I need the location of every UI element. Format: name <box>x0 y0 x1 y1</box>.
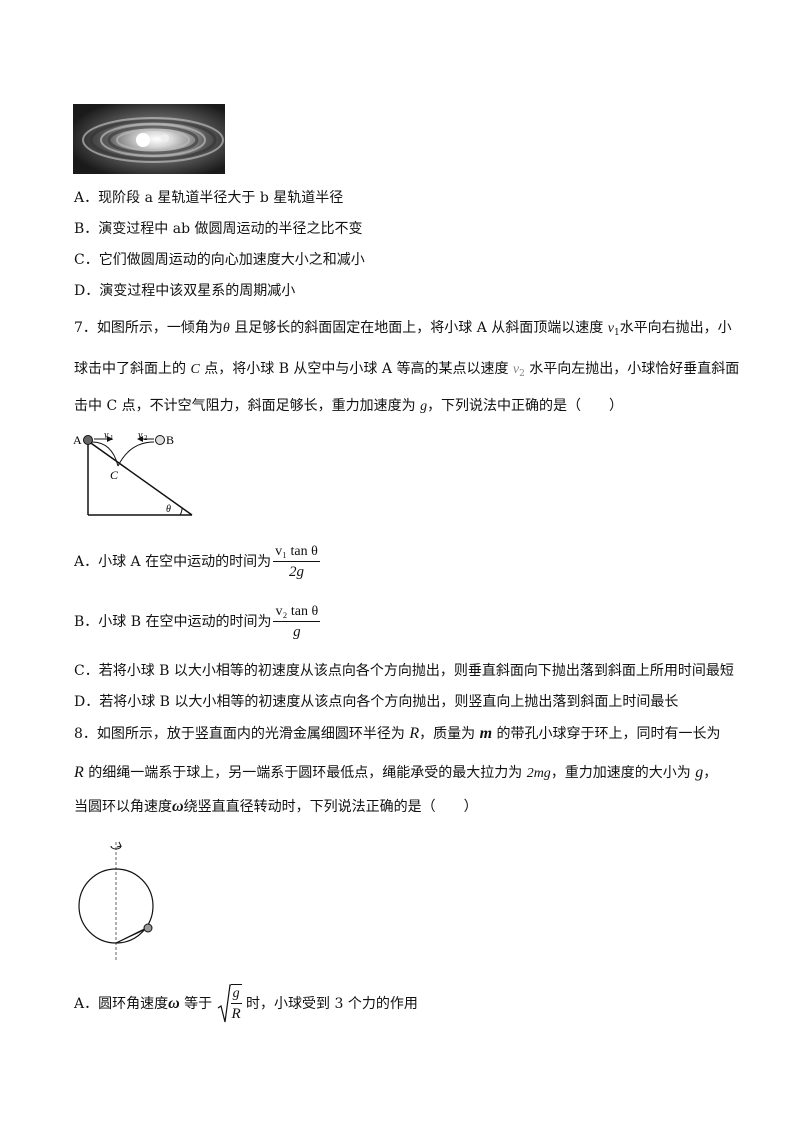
g-symbol: g <box>420 399 428 414</box>
label-v2-sub: 2 <box>144 434 148 442</box>
q7-stem-line3: 击中 C 点，不计空气阻力，斜面足够长，重力加速度为 g，下列说法中正确的是（ … <box>74 396 623 417</box>
q7-text: 点，将小球 B 从空中与小球 A 等高的某点以速度 <box>199 361 513 377</box>
q7-option-c: C．若将小球 B 以大小相等的初速度从该点向各个方向抛出，则垂直斜面向下抛出落到… <box>74 663 734 679</box>
option-d: D．演变过程中该双星系的周期减小 <box>74 281 295 301</box>
r-symbol: R <box>409 725 420 742</box>
label-theta: θ <box>166 504 171 515</box>
q8-text: 的带孔小球穿于环上，同时有一长为 <box>492 726 721 742</box>
q8-text: 当圆环以角速度 <box>74 799 172 815</box>
option-text: B．小球 B 在空中运动的时间为 <box>74 614 272 630</box>
r-symbol: R <box>74 764 84 781</box>
option-text: 现阶段 a 星轨道半径大于 b 星轨道半径 <box>98 190 344 206</box>
q8-text: ，重力加速度的大小为 <box>550 765 696 781</box>
option-letter: C． <box>74 252 99 268</box>
q7-text: ，下列说法中正确的是（ ） <box>427 398 624 414</box>
omega-symbol: ω <box>172 798 184 815</box>
denominator: g <box>293 623 301 640</box>
numerator: g <box>230 985 242 1004</box>
c-symbol: C <box>190 362 200 377</box>
v-symbol: v <box>607 321 614 336</box>
option-c: C．它们做圆周运动的向心加速度大小之和减小 <box>74 250 365 270</box>
q8-stem-line2: R 的细绳一端系于球上，另一端系于圆环最低点，绳能承受的最大拉力为 2mg，重力… <box>74 763 717 784</box>
label-c: C <box>110 468 119 482</box>
option-text: A．圆环角速度 <box>74 996 169 1012</box>
binary-star-image <box>73 104 225 174</box>
v-symbol: v <box>512 362 520 377</box>
ring-figure <box>72 838 162 962</box>
q8-text: ， <box>703 765 718 781</box>
numerator: v₂ tan θ <box>273 603 321 622</box>
label-v1: v <box>104 430 109 441</box>
omega-symbol: ω <box>168 995 180 1012</box>
q7-stem-line2: 球击中了斜面上的 C 点，将小球 B 从空中与小球 A 等高的某点以速度 v2 … <box>74 359 739 384</box>
option-letter: B． <box>74 221 99 237</box>
option-a: A．现阶段 a 星轨道半径大于 b 星轨道半径 <box>74 188 343 208</box>
denominator: R <box>231 1006 241 1022</box>
q7-stem-line1: 7．如图所示，一倾角为θ 且足够长的斜面固定在地面上，将小球 A 从斜面顶端以速… <box>74 318 732 343</box>
incline-figure: A B C v 1 v 2 θ <box>68 428 208 524</box>
m-symbol: m <box>479 725 493 742</box>
option-text: 它们做圆周运动的向心加速度大小之和减小 <box>98 252 365 268</box>
option-text: 时，小球受到 3 个力的作用 <box>241 996 418 1012</box>
subscript: 1 <box>613 328 620 338</box>
q7-text: 击中 C 点，不计空气阻力，斜面足够长，重力加速度为 <box>74 398 421 414</box>
q7-option-d: D．若将小球 B 以大小相等的初速度从该点向各个方向抛出，则竖直向上抛出落到斜面… <box>74 694 679 710</box>
q8-text: 绕竖直直径转动时，下列说法正确的是（ ） <box>183 799 478 815</box>
q7-text: 水平向左抛出，小球恰好垂直斜面 <box>524 361 740 377</box>
q8-text: 8．如图所示，放于竖直面内的光滑金属细圆环半径为 <box>74 726 410 742</box>
q8-text: 的细绳一端系于球上，另一端系于圆环最低点，绳能承受的最大拉力为 <box>83 765 527 781</box>
q7-text: 水平向右抛出，小 <box>619 320 732 336</box>
q8-stem-line3: 当圆环以角速度ω绕竖直直径转动时，下列说法正确的是（ ） <box>74 797 478 817</box>
q7-text: 且足够长的斜面固定在地面上，将小球 A 从斜面顶端以速度 <box>229 320 608 336</box>
option-text: 等于 <box>179 996 217 1012</box>
option-text: 演变过程中 ab 做圆周运动的半径之比不变 <box>98 221 363 237</box>
option-text: 演变过程中该双星系的周期减小 <box>99 283 296 299</box>
label-a: A <box>73 433 82 447</box>
label-b: B <box>166 433 174 447</box>
subscript: 2 <box>519 369 525 379</box>
g-symbol: g <box>695 764 704 781</box>
2mg-symbol: 2mg <box>526 766 551 781</box>
q7-text: 球击中了斜面上的 <box>74 361 191 377</box>
label-v1-sub: 1 <box>110 434 114 442</box>
radical-sign-icon <box>217 984 231 1023</box>
theta-symbol: θ <box>222 321 230 336</box>
q7-text: 7．如图所示，一倾角为 <box>74 320 223 336</box>
label-v2: v <box>138 430 143 441</box>
option-b: B．演变过程中 ab 做圆周运动的半径之比不变 <box>74 219 363 239</box>
option-letter: A． <box>74 190 99 206</box>
q8-text: ，质量为 <box>419 726 480 742</box>
option-text: A．小球 A 在空中运动的时间为 <box>74 554 272 570</box>
numerator: v₁ tan θ <box>273 543 320 562</box>
q8-stem-line1: 8．如图所示，放于竖直面内的光滑金属细圆环半径为 R，质量为 m 的带孔小球穿于… <box>74 724 721 744</box>
option-letter: D． <box>74 283 100 299</box>
denominator: 2g <box>288 563 304 580</box>
